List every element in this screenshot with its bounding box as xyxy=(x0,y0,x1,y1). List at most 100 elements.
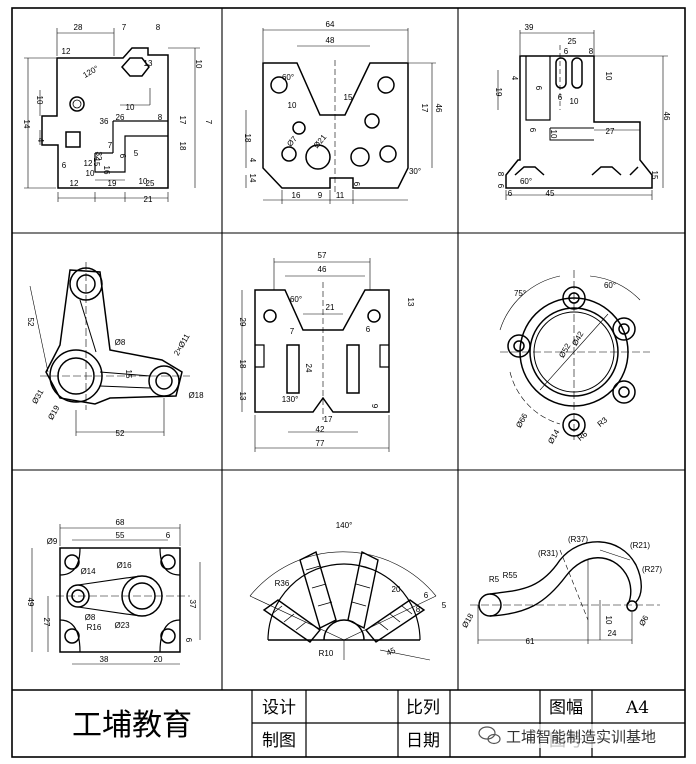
drawing-9-dim-label: 61 xyxy=(526,637,535,646)
drawing-1-dim-label: 7 xyxy=(204,120,213,125)
drawing-4-dim-label: Ø19 xyxy=(46,403,62,421)
drawing-5-dim-label: 57 xyxy=(318,251,327,260)
drawing-2-dim-label: 30° xyxy=(409,167,421,176)
drawing-9-dim-label: (R21) xyxy=(630,541,650,550)
drawing-6-dim-label: Ø66 xyxy=(514,411,530,429)
drawing-7-dim-label: Ø23 xyxy=(114,621,130,630)
drawing-3-dim-label: 6 xyxy=(558,93,563,102)
drawing-1-dim-label: 10 xyxy=(126,103,135,112)
drawing-1-dim-label: 4 xyxy=(36,138,45,143)
drawing-5-dim-label: 9 xyxy=(370,404,379,409)
drawing-1-dim-label: 12 xyxy=(62,47,71,56)
drawing-5-dim-label: 46 xyxy=(318,265,327,274)
drawing-9-dim-label: Ø6 xyxy=(637,613,650,627)
drawing-4-dim-label: 2×Ø11 xyxy=(172,332,192,357)
drawing-3-dim-label: 8 xyxy=(496,172,505,177)
drawing-8-dim-label: 140° xyxy=(336,521,353,530)
drawing-5-dim-label: 7 xyxy=(290,327,295,336)
drawing-9-dim-label: (R27) xyxy=(642,565,662,574)
drawing-3-dim-label: 8 xyxy=(589,47,594,56)
drawing-9-dim-label: (R37) xyxy=(568,535,588,544)
drawing-3-dim-label: 6 xyxy=(496,184,505,189)
drawing-8-dim-label: 5 xyxy=(442,601,447,610)
drawing-1-dim-label: 7 xyxy=(122,23,127,32)
drawing-6-dim-label: 60° xyxy=(604,281,616,290)
drawing-7-dim-label: R16 xyxy=(87,623,102,632)
drawing-8-dim-label: R36 xyxy=(275,579,290,588)
drawing-4 xyxy=(29,262,190,436)
drawing-1-dim-label: 17 xyxy=(178,116,187,125)
label-date: 日期 xyxy=(406,731,440,751)
drawing-5-dim-label: 130° xyxy=(282,395,299,404)
drawing-1-dim-label: 6 xyxy=(62,161,67,170)
drawing-5-dim-label: 17 xyxy=(324,415,333,424)
drawing-2-dim-label: 60° xyxy=(282,73,294,82)
drawing-1-dim-label: 10 xyxy=(86,169,95,178)
drawing-2-dim-label: 6 xyxy=(352,182,361,187)
drawing-7-dim-label: 55 xyxy=(116,531,125,540)
drawing-3-dim-label: 60° xyxy=(520,177,532,186)
drawing-2-dim-label: Ø7 xyxy=(285,134,299,148)
drawing-7-dim-label: 27 xyxy=(42,618,51,627)
drawing-9-dim-label: R5 xyxy=(489,575,500,584)
drawing-2-dim-label: 18 xyxy=(243,134,252,143)
title-block xyxy=(251,690,685,757)
drawing-2-dim-label: 14 xyxy=(248,174,257,183)
drawing-3-dim-label: 27 xyxy=(606,127,615,136)
drawing-7-dim-label: 6 xyxy=(166,531,171,540)
drawing-4-dim-label: Ø18 xyxy=(188,391,204,400)
drawing-3-dim-label: 15 xyxy=(650,171,659,180)
drawing-7-dim-label: 6 xyxy=(184,638,193,643)
drawing-5-dim-label: 18 xyxy=(238,360,247,369)
drawing-7-dim-label: Ø9 xyxy=(47,537,58,546)
drawing-8-dim-label: 20 xyxy=(392,585,401,594)
drawing-3-dim-label: 10 xyxy=(570,97,579,106)
drawing-4-dim-label: 15 xyxy=(124,370,133,379)
drawing-5-dim-label: 24 xyxy=(304,364,313,373)
drawing-1-dim-label: 13 xyxy=(144,59,153,68)
drawing-1-dim-label: 8 xyxy=(156,23,161,32)
drawing-5-dim-label: 21 xyxy=(326,303,335,312)
drawing-1-dim-label: 8 xyxy=(158,113,163,122)
drawing-1-dim-label: 36 xyxy=(100,117,109,126)
drawing-3-dim-label: 46 xyxy=(662,112,671,121)
drawing-1-dim-label: 7 xyxy=(108,141,113,150)
drawing-2-dim-label: 46 xyxy=(434,104,443,113)
drawing-8 xyxy=(249,550,437,661)
drawing-2 xyxy=(245,28,436,204)
drawing-1-dim-label: 10 xyxy=(139,177,148,186)
drawing-3-dim-label: 6 xyxy=(508,189,513,198)
drawing-2-dim-label: 15 xyxy=(344,93,353,102)
sheet-size: A4 xyxy=(625,698,649,718)
drawing-8-dim-label: 45 xyxy=(385,646,397,658)
drawing-1-dim-label: 25 xyxy=(146,179,155,188)
drawing-2-dim-label: 64 xyxy=(326,20,335,29)
drawing-1-dim-label: 5 xyxy=(134,149,139,158)
drawing-1-dim-label: 14 xyxy=(22,120,31,129)
sheet-border xyxy=(11,7,686,758)
drawing-4-dim-label: Ø8 xyxy=(115,338,126,347)
drawing-2-dim-label: 4 xyxy=(248,158,257,163)
drawing-2-dim-label: 48 xyxy=(326,36,335,45)
drawing-7-dim-label: Ø16 xyxy=(116,561,132,570)
drawing-1-dim-label: 32 xyxy=(94,152,103,161)
drawing-7 xyxy=(31,524,201,665)
drawing-1-dim-label: 120° xyxy=(81,64,100,80)
drawing-5-dim-label: 6 xyxy=(366,325,371,334)
drawing-3-dim-label: 6 xyxy=(564,47,569,56)
label-draw: 制图 xyxy=(262,731,296,751)
drawing-3 xyxy=(497,30,668,200)
drawing-9-dim-label: 10 xyxy=(604,616,613,625)
drawing-1-dim-label: 10 xyxy=(194,60,203,69)
drawing-5-dim-label: 60° xyxy=(290,295,302,304)
drawing-7-dim-label: Ø14 xyxy=(80,567,96,576)
drawing-4-dim-label: 52 xyxy=(116,429,125,438)
drawing-3-dim-label: 45 xyxy=(546,189,555,198)
drawing-7-dim-label: 38 xyxy=(100,655,109,664)
drawing-7-dim-label: 20 xyxy=(154,655,163,664)
drawing-4-dim-label: Ø31 xyxy=(30,387,46,405)
drawing-7-dim-label: 37 xyxy=(188,600,197,609)
drawing-8-dim-label: 8 xyxy=(416,605,421,614)
drawing-3-dim-label: 6 xyxy=(528,128,537,133)
